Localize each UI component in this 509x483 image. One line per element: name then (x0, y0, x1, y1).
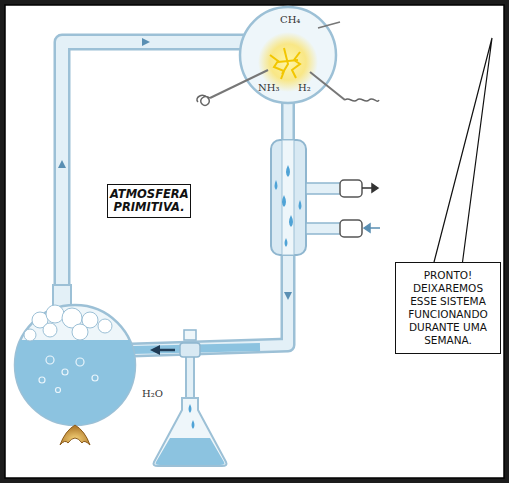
formula-label: CH₄ (280, 14, 300, 25)
caption-box: ATMOSFERA PRIMITIVA. (107, 184, 191, 218)
formula-label: H₂ (298, 82, 311, 93)
formula-label: H₂O (142, 388, 163, 399)
caption-box-text: ATMOSFERA PRIMITIVA. (110, 188, 188, 214)
formula-label: NH₃ (258, 82, 279, 93)
speech-balloon-text: PRONTO! DEIXAREMOS ESSE SISTEMA FUNCIONA… (404, 269, 492, 347)
speech-balloon: PRONTO! DEIXAREMOS ESSE SISTEMA FUNCIONA… (395, 262, 501, 354)
